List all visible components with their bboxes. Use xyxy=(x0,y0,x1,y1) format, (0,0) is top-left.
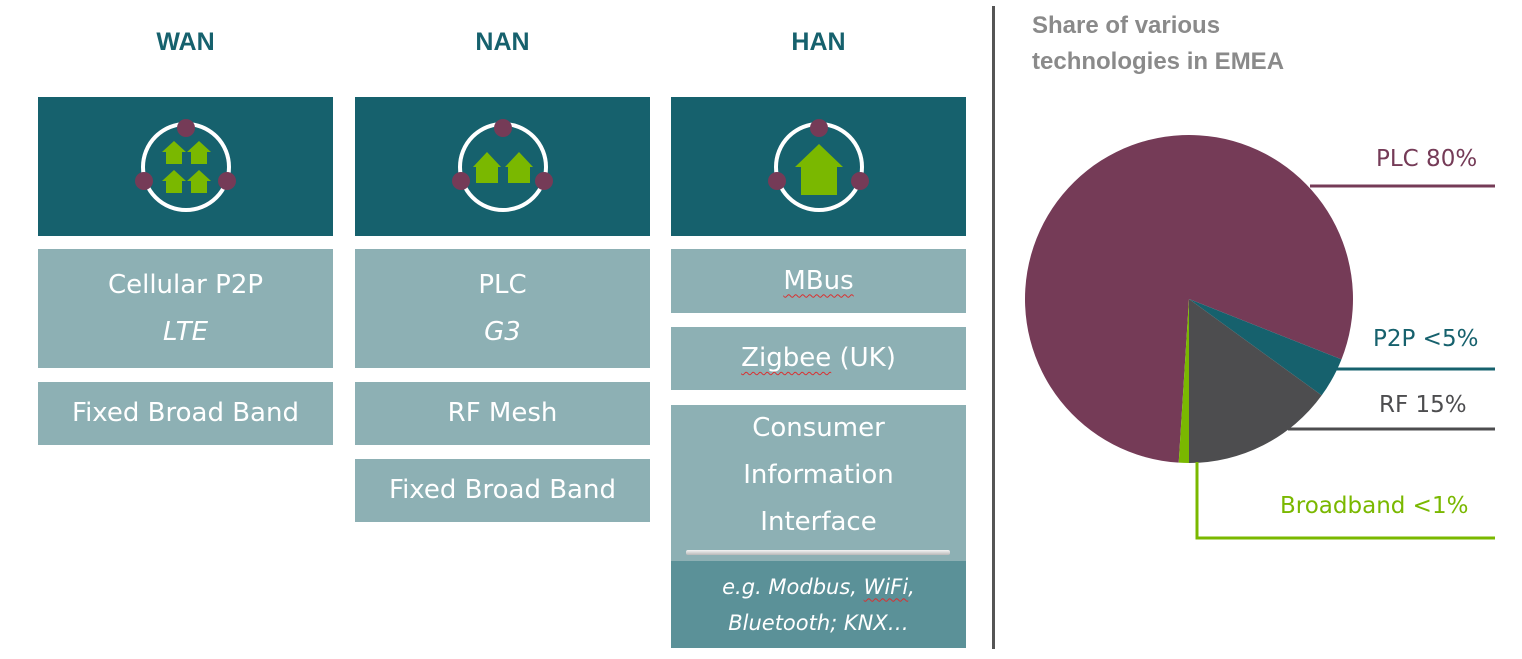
cell-label: Zigbee (UK) xyxy=(741,335,896,382)
zigbee-region-text: (UK) xyxy=(831,343,896,373)
zigbee-text: Zigbee xyxy=(741,343,832,373)
nan-cell-fixed-broad-band: Fixed Broad Band xyxy=(355,459,650,522)
wifi-text: WiFi xyxy=(863,574,909,599)
vertical-divider xyxy=(992,6,995,649)
wan-cell-fixed-broad-band: Fixed Broad Band xyxy=(38,382,333,445)
cell-label: MBus xyxy=(783,265,854,296)
cell-label: Information xyxy=(743,460,894,490)
slice-label-p2p: P2P <5% xyxy=(1373,326,1479,352)
han-cell-zigbee: Zigbee (UK) xyxy=(671,327,966,390)
network-single-house-icon xyxy=(768,119,869,212)
nan-cell-rf-mesh: RF Mesh xyxy=(355,382,650,445)
network-two-houses-icon xyxy=(452,119,553,212)
wan-cell-cellular-p2p: Cellular P2P LTE xyxy=(38,249,333,368)
pie-slice-broadband xyxy=(1178,299,1189,463)
cell-label: RF Mesh xyxy=(447,398,558,428)
cell-label: Fixed Broad Band xyxy=(72,398,299,428)
cell-label: Cellular P2P xyxy=(107,269,264,300)
cell-label: Fixed Broad Band xyxy=(389,475,616,505)
network-four-houses-icon xyxy=(135,119,236,212)
examples-line-1: e.g. Modbus, WiFi, xyxy=(722,569,915,605)
nan-icon-box xyxy=(355,97,650,236)
cell-sublabel: LTE xyxy=(162,316,209,347)
slice-label-plc: PLC 80% xyxy=(1376,146,1478,172)
examples-text: e.g. Modbus, xyxy=(722,574,864,599)
han-cell-consumer-information-interface: Consumer Information Interface xyxy=(671,405,966,561)
cell-label: Interface xyxy=(760,507,877,537)
han-cell-mbus: MBus xyxy=(671,249,966,313)
cell-label: Consumer xyxy=(752,413,885,443)
nan-cell-plc: PLC G3 xyxy=(355,249,650,368)
wan-icon-box xyxy=(38,97,333,236)
cell-label: PLC xyxy=(478,269,527,300)
slice-label-rf: RF 15% xyxy=(1379,392,1467,418)
pie-title-line-2: technologies in EMEA xyxy=(1032,48,1285,75)
han-icon-box xyxy=(671,97,966,236)
pie-slice-rf xyxy=(1189,299,1322,463)
pie-slice-plc xyxy=(1024,134,1353,463)
han-cell-examples: e.g. Modbus, WiFi, Bluetooth; KNX… xyxy=(671,561,966,648)
pie-slice-p2p xyxy=(1189,299,1342,396)
divider-shelf xyxy=(686,550,950,555)
slice-label-broadband: Broadband <1% xyxy=(1280,493,1469,519)
examples-line-2: Bluetooth; KNX… xyxy=(728,610,909,635)
pie-title-line-1: Share of various xyxy=(1032,12,1221,39)
han-title: HAN xyxy=(791,28,846,56)
leader-line-broadband xyxy=(1195,462,1495,540)
examples-comma: , xyxy=(908,574,915,599)
wan-title: WAN xyxy=(156,28,215,56)
nan-title: NAN xyxy=(475,28,530,56)
pie-title: Share of various technologies in EMEA xyxy=(1032,8,1332,80)
cell-sublabel: G3 xyxy=(484,316,521,347)
